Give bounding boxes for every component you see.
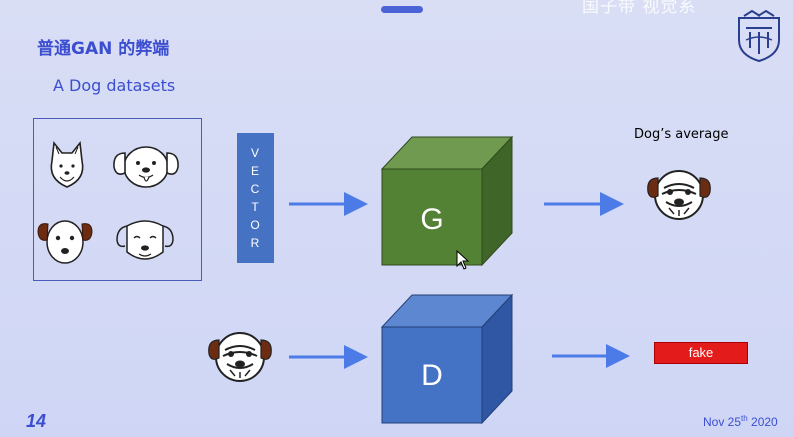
generator-cube: G	[380, 135, 514, 267]
dataset-subtitle: A Dog datasets	[53, 76, 176, 95]
shiba-dog-icon	[50, 140, 84, 188]
discriminator-label: D	[421, 359, 443, 392]
watermark-text: 国子带 视觉系	[582, 0, 697, 17]
dataset-box	[33, 118, 202, 281]
vector-letter: R	[250, 236, 261, 250]
average-dog-label: Dog’s average	[634, 127, 729, 142]
line-dog-icon	[116, 220, 174, 260]
brown-eared-dog-icon	[37, 220, 93, 264]
blurred-average-dog-icon	[647, 170, 711, 220]
vector-letter: V	[250, 146, 260, 160]
discriminator-cube: D	[380, 293, 514, 425]
university-logo	[738, 10, 780, 62]
vector-letter: O	[250, 218, 261, 232]
date-ordinal: th	[741, 414, 748, 423]
slide-date: Nov 25th 2020	[703, 414, 778, 429]
page-number: 14	[26, 411, 47, 431]
fake-result-badge: fake	[654, 342, 748, 364]
window-handle[interactable]	[381, 6, 423, 13]
vector-letter: C	[250, 182, 261, 196]
slide-title: 普通GAN 的弊端	[37, 39, 170, 59]
generator-label: G	[420, 203, 443, 236]
blurred-input-dog-icon	[208, 332, 272, 382]
date-month-day: Nov 25	[703, 415, 742, 429]
vector-input-bar: V E C T O R	[237, 133, 274, 263]
cartoon-dog-icon	[113, 146, 179, 188]
date-year: 2020	[747, 415, 778, 429]
vector-letter: E	[250, 164, 260, 178]
vector-letter: T	[251, 200, 260, 214]
mouse-cursor-icon	[456, 250, 470, 270]
